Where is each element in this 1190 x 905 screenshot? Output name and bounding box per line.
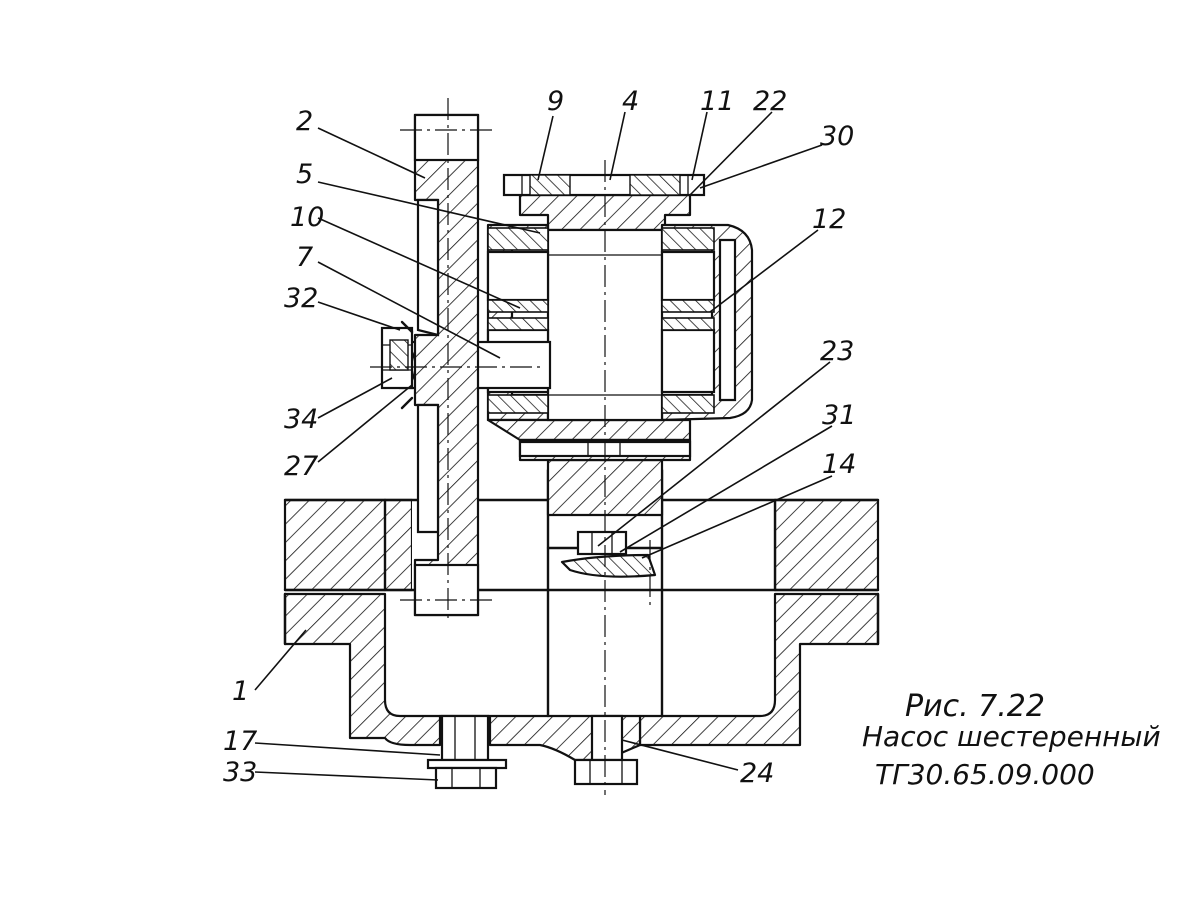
label-24: 24 [740, 758, 774, 789]
label-9: 9 [547, 86, 564, 117]
part-number-labels: 2 5 10 7 32 34 27 1 17 33 24 9 4 11 22 3… [223, 86, 856, 789]
label-5: 5 [296, 159, 313, 190]
axis-lines [370, 98, 651, 795]
label-7: 7 [296, 242, 313, 273]
label-12: 12 [812, 204, 846, 235]
figure-caption: Рис. 7.22 Насос шестеренный ТГ30.65.09.0… [862, 689, 1161, 791]
drain-plug [426, 714, 508, 790]
label-2: 2 [296, 106, 313, 137]
label-10: 10 [290, 202, 324, 233]
caption-title: Насос шестеренный [862, 720, 1161, 753]
label-4: 4 [622, 86, 639, 117]
label-1: 1 [232, 676, 249, 707]
outlet-plug [573, 714, 639, 786]
caption-figure-number: Рис. 7.22 [905, 689, 1045, 724]
label-27: 27 [284, 451, 318, 482]
label-14: 14 [822, 449, 856, 480]
pump-body [486, 173, 754, 462]
label-32: 32 [284, 283, 318, 314]
label-31: 31 [822, 400, 856, 431]
caption-drawing-code: ТГ30.65.09.000 [875, 758, 1095, 791]
label-34: 34 [284, 404, 318, 435]
shaft-nut [380, 320, 414, 410]
label-23: 23 [820, 336, 854, 367]
drive-pulley [413, 113, 480, 617]
leader-lines [254, 111, 833, 781]
label-17: 17 [223, 726, 257, 757]
label-22: 22 [753, 86, 787, 117]
label-11: 11 [700, 86, 734, 117]
label-33: 33 [223, 757, 257, 788]
label-30: 30 [820, 121, 854, 152]
